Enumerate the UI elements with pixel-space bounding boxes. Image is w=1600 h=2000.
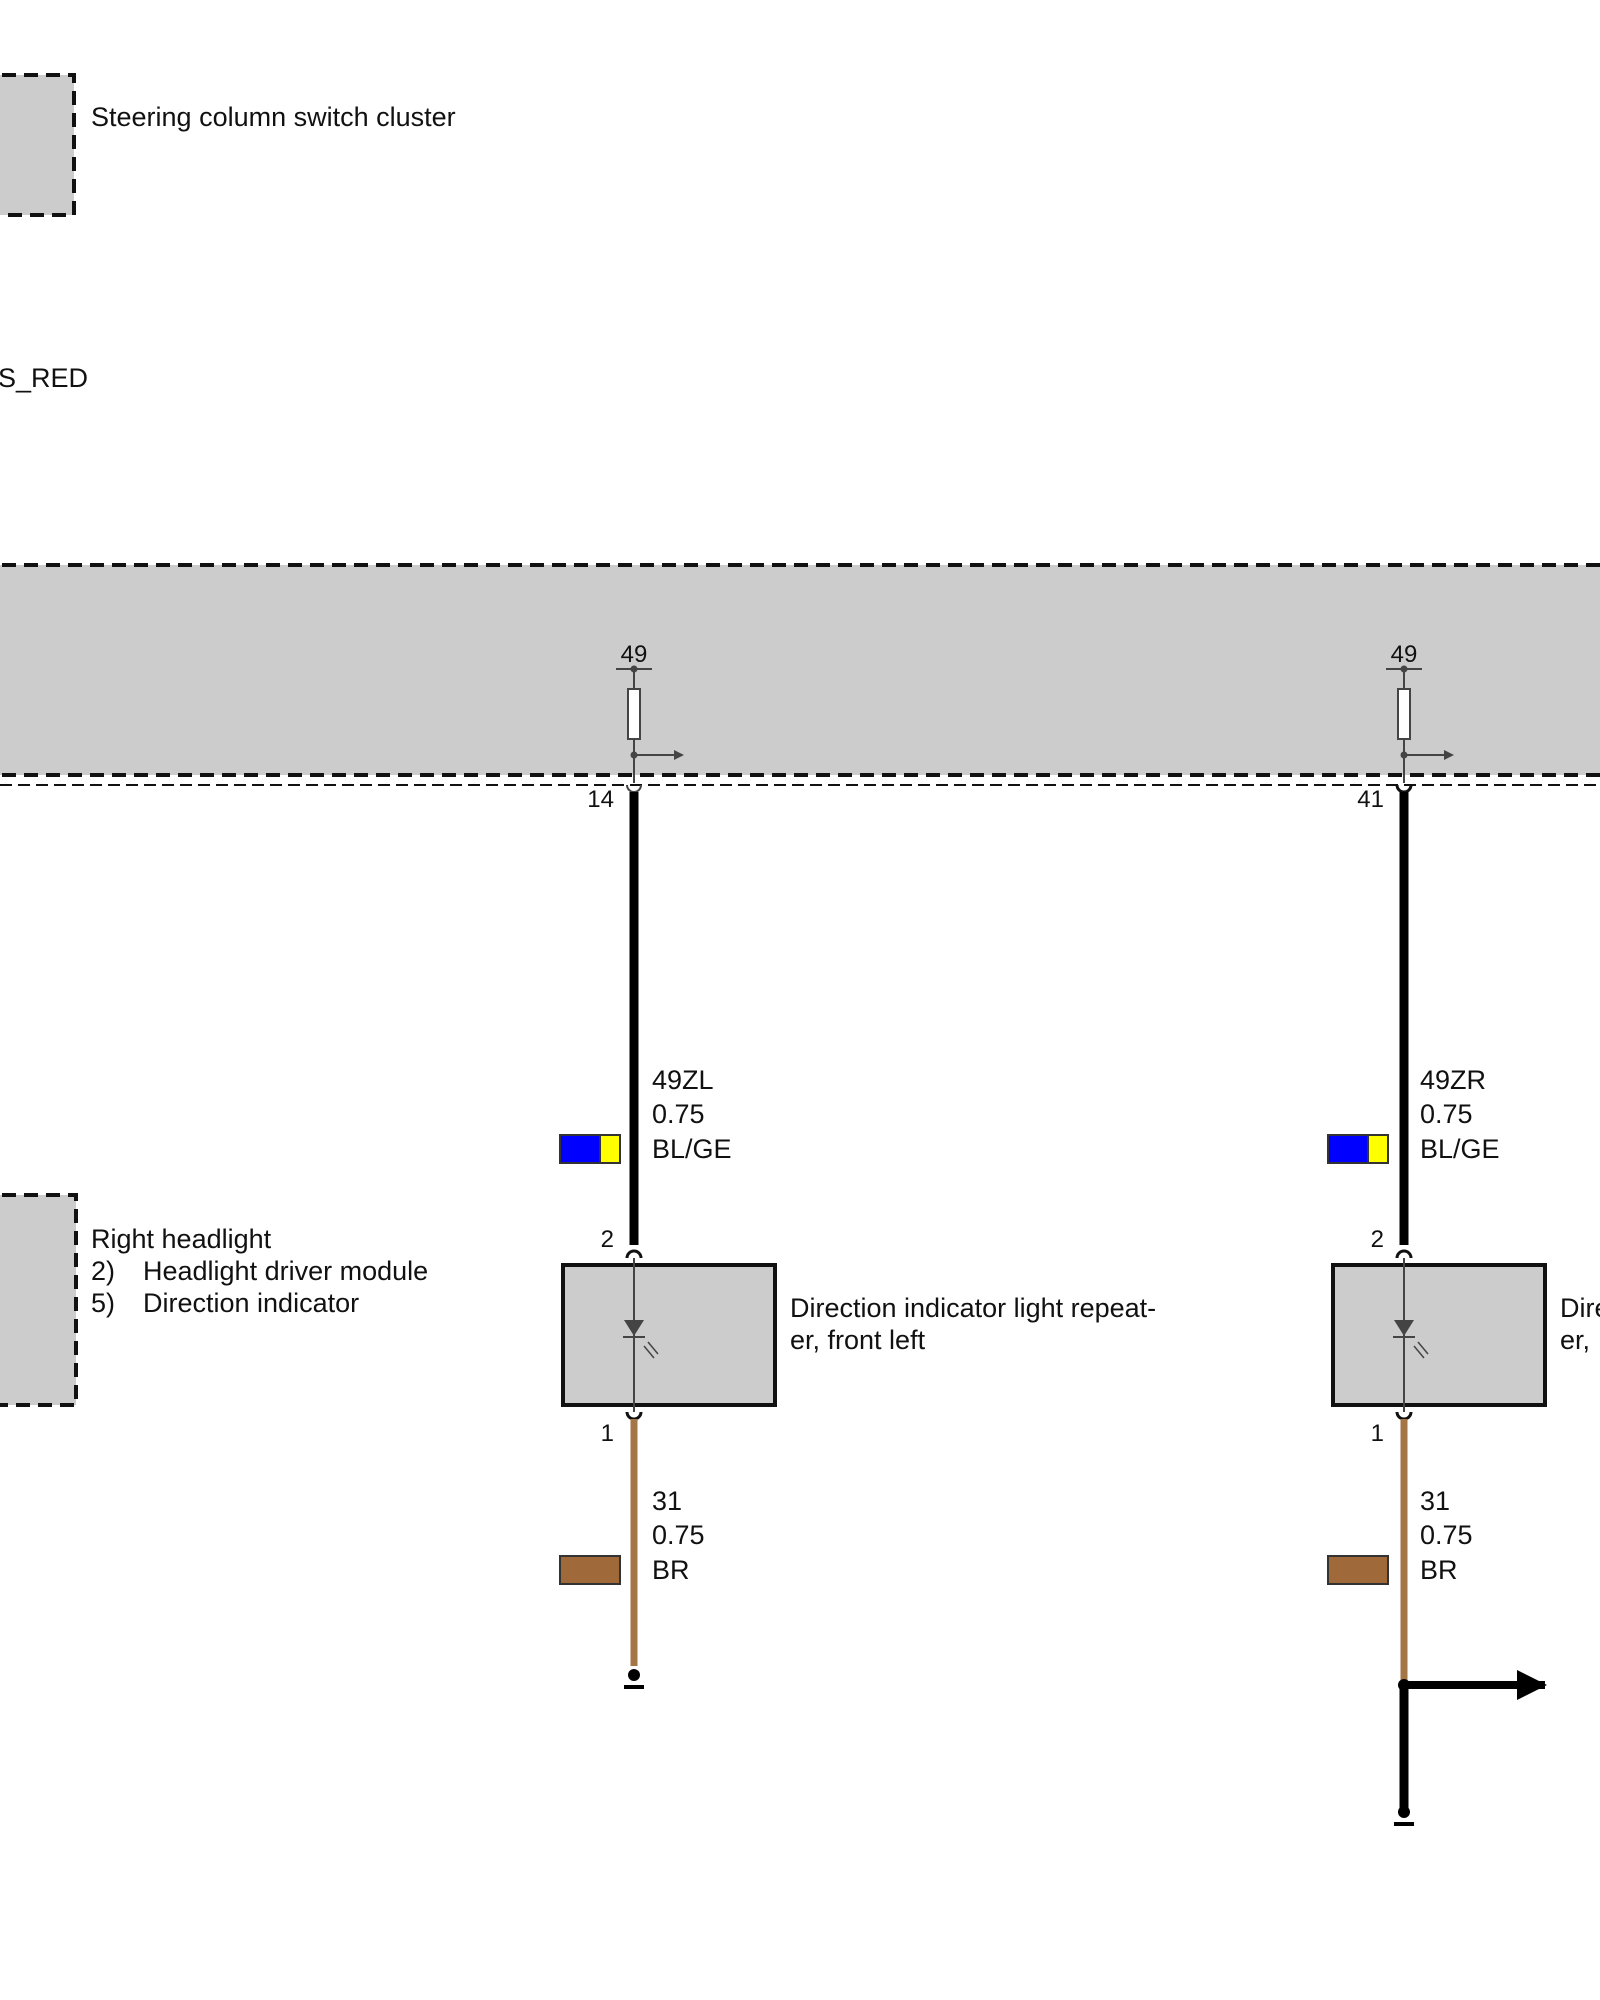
wire-id-label: 31	[1420, 1486, 1450, 1516]
component-pin-bottom: 1	[1371, 1420, 1384, 1447]
direction-indicator-repeater-left	[561, 1263, 777, 1407]
module-pin-number: 14	[587, 786, 614, 813]
partial-label-line2: 5	[0, 395, 1, 425]
component-label: Dire	[1560, 1293, 1600, 1323]
circuit-left: 49 14 49ZL 0.75 BL/GE 2	[559, 641, 1156, 1689]
direction-indicator-repeater-right	[1331, 1263, 1547, 1407]
control-module	[0, 563, 1600, 786]
ground-icon	[1394, 1806, 1414, 1826]
right-headlight-title: Right headlight	[91, 1224, 272, 1254]
component-label: er, front left	[790, 1325, 926, 1355]
wire-gauge-label: 0.75	[652, 1099, 705, 1129]
circuit-right: 49 41 49ZR 0.75 BL/GE 2 Dire er, 1	[1327, 641, 1600, 1826]
wire-gauge-label: 0.75	[1420, 1520, 1473, 1550]
wire-color-swatch	[1327, 1555, 1389, 1585]
wire-color-label: BL/GE	[652, 1134, 732, 1164]
component-pin-top: 2	[601, 1226, 614, 1253]
component-pin-top: 2	[1371, 1226, 1384, 1253]
led-icon	[1393, 1320, 1429, 1359]
led-icon	[623, 1320, 659, 1359]
wire-color-label: BR	[652, 1555, 690, 1585]
resistor-icon	[1397, 688, 1411, 740]
right-headlight-module: Right headlight 2) Headlight driver modu…	[0, 1193, 428, 1407]
resistor-icon	[627, 688, 641, 740]
right-headlight-item-num: 5)	[91, 1288, 115, 1318]
steering-column-label: Steering column switch cluster	[91, 102, 456, 132]
component-label: er,	[1560, 1325, 1590, 1355]
wire-color-swatch	[559, 1555, 621, 1585]
wire-color-label: BR	[1420, 1555, 1458, 1585]
partial-label-line1: S_RED	[0, 363, 88, 393]
wire-color-label: BL/GE	[1420, 1134, 1500, 1164]
ground-icon	[624, 1669, 644, 1689]
component-pin-bottom: 1	[601, 1420, 614, 1447]
right-headlight-item-num: 2)	[91, 1256, 115, 1286]
right-headlight-item-text: Direction indicator	[143, 1288, 359, 1318]
wire-id-label: 31	[652, 1486, 682, 1516]
right-headlight-item-text: Headlight driver module	[143, 1256, 428, 1286]
wire-gauge-label: 0.75	[652, 1520, 705, 1550]
wire-color-swatch	[1327, 1134, 1389, 1164]
wire-id-label: 49ZR	[1420, 1065, 1486, 1095]
wire-gauge-label: 0.75	[1420, 1099, 1473, 1129]
signal-label: 49	[621, 641, 648, 668]
component-label: Direction indicator light repeat-	[790, 1293, 1156, 1323]
wire-id-label: 49ZL	[652, 1065, 714, 1095]
signal-label: 49	[1391, 641, 1418, 668]
steering-column-module: Steering column switch cluster	[0, 73, 456, 217]
module-pin-number: 41	[1357, 786, 1384, 813]
wire-color-swatch	[559, 1134, 621, 1164]
